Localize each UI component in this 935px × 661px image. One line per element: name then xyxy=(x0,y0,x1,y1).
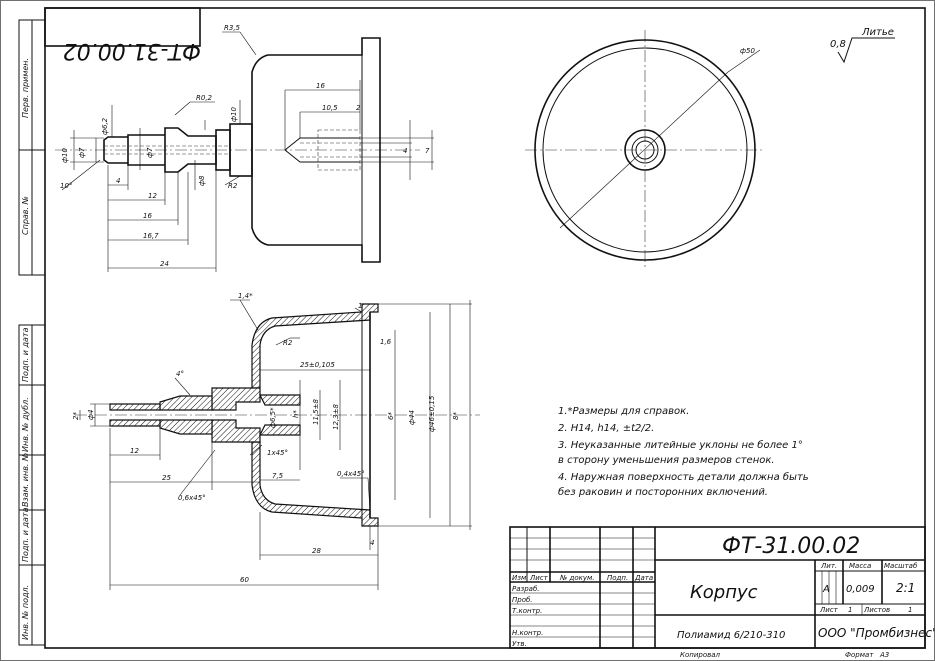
side-label-orig-inv: Инв. № подл. xyxy=(21,585,30,640)
mirrored-code-box: ФТ-31.00.02 xyxy=(44,7,201,63)
dim-l12-section: 12 xyxy=(130,447,139,455)
dim-d7a: ф7 xyxy=(78,147,86,158)
dim-h: h* xyxy=(292,410,300,418)
dim-v16: 1,6 xyxy=(380,338,392,346)
tb-lit-header: Лит. xyxy=(820,562,837,570)
tb-scale-header: Масштаб xyxy=(884,562,918,570)
dim-d8: ф8 xyxy=(198,175,206,186)
note-3-cont: в сторону уменьшения размеров стенок. xyxy=(558,455,775,466)
dim-d6: 6* xyxy=(387,412,395,420)
dim-a14: 1,4* xyxy=(238,292,253,300)
dim-s1: 1 xyxy=(358,302,362,310)
dim-d44: ф44 xyxy=(408,410,416,425)
tb-row-tcontrol: Т.контр. xyxy=(512,607,542,615)
tb-copied: Копировал xyxy=(680,651,721,659)
dim-l2: 2 xyxy=(356,104,361,112)
dim-d2: 2* xyxy=(72,412,80,420)
dim-d10a: ф10 xyxy=(61,148,69,163)
dim-v4: 4 xyxy=(403,147,407,155)
dim-l4-section: 4 xyxy=(370,539,374,547)
tb-scale-value: 2:1 xyxy=(896,581,915,595)
tb-col-sheet: Лист xyxy=(529,574,549,582)
side-label-dup-inv: Инв. № дубл. xyxy=(21,397,30,452)
tb-sheets-label: Листов xyxy=(863,606,890,614)
tb-col-change: Изм. xyxy=(512,574,528,582)
top-view: R3,5 R0,2 R2 ф6,2 ф10 ф10 ф7 ф7 ф8 10° 4… xyxy=(55,24,434,272)
tb-col-doc: № докум. xyxy=(559,574,595,582)
dim-d115: 11,5±8 xyxy=(312,399,320,425)
side-label-reference: Справ. № xyxy=(21,196,30,235)
tb-mass-value: 0,009 xyxy=(846,584,875,595)
tb-format-label: Формат xyxy=(845,651,874,659)
circle-view: ф50 xyxy=(525,30,765,270)
mirrored-doc-code: ФТ-31.00.02 xyxy=(63,38,201,63)
section-view: 1,4* 4° R2 1,6 25±0,105 2* ф4 ф6,5* h* 1… xyxy=(72,292,480,590)
dim-l105: 10,5 xyxy=(322,104,338,112)
dim-r35: R3,5 xyxy=(224,24,241,32)
tb-material: Полиамид 6/210-310 xyxy=(677,630,785,641)
dim-d4: ф4 xyxy=(87,410,95,420)
tb-lit-value: А xyxy=(822,584,830,595)
tb-row-approved: Утв. xyxy=(512,640,527,648)
note-1: 1.*Размеры для справок. xyxy=(558,406,689,417)
dim-d50: ф50 xyxy=(740,47,755,55)
dim-l60: 60 xyxy=(240,576,249,584)
dim-d123: 12,3±8 xyxy=(332,404,340,430)
tb-designation: ФТ-31.00.02 xyxy=(722,534,860,559)
dim-d65: ф6,5* xyxy=(269,407,277,428)
side-label-replace-inv: Взам. инв. № xyxy=(21,453,30,507)
tb-col-sign: Подп. xyxy=(607,574,628,582)
dim-d62: ф6,2 xyxy=(101,117,109,135)
dim-r02: R0,2 xyxy=(196,94,213,102)
dim-c04: 0,4x45° xyxy=(337,470,365,478)
dim-l28: 28 xyxy=(312,547,321,555)
dim-d46: ф46±0,15 xyxy=(428,395,436,432)
tb-row-checker: Проб. xyxy=(512,596,533,604)
dim-c75: 7,5 xyxy=(272,472,284,480)
dim-c06: 0,6x45° xyxy=(178,494,206,502)
technical-notes: 1.*Размеры для справок. 2. H14, h14, ±t2… xyxy=(558,406,809,498)
dim-a4: 4° xyxy=(176,370,184,378)
tb-organization: ООО "Промбизнес" xyxy=(818,626,935,640)
tb-sheet-label: Лист xyxy=(819,606,839,614)
dim-l4: 4 xyxy=(116,177,120,185)
dim-d10b: ф10 xyxy=(230,107,238,122)
roughness-value: 0,8 xyxy=(830,39,846,50)
dim-d7b: ф7 xyxy=(146,147,154,158)
tb-row-ncontrol: Н.контр. xyxy=(512,629,543,637)
dim-d8: 8* xyxy=(452,412,460,420)
dim-l24: 24 xyxy=(160,260,169,268)
dim-angle: 10° xyxy=(60,182,72,190)
tb-part-name: Корпус xyxy=(690,582,758,603)
dim-l12: 12 xyxy=(148,192,157,200)
tb-sheets-value: 1 xyxy=(908,606,912,614)
dim-l16b: 16 xyxy=(316,82,325,90)
dim-c145: 1x45° xyxy=(267,449,288,457)
dim-l25: 25 xyxy=(162,474,171,482)
dim-v7: 7 xyxy=(425,147,430,155)
note-3: 3. Неуказанные литейные уклоны не более … xyxy=(558,439,803,451)
dim-l167: 16,7 xyxy=(143,232,159,240)
note-2: 2. H14, h14, ±t2/2. xyxy=(558,423,654,434)
note-4: 4. Наружная поверхность детали должна бы… xyxy=(558,471,809,483)
side-label-first-use: Перв. примен. xyxy=(21,58,30,118)
dim-r2-section: R2 xyxy=(283,339,293,347)
note-4-cont: без раковин и посторонних включений. xyxy=(558,486,768,498)
roughness-note: Литье xyxy=(861,27,894,38)
side-label-sign-date-1: Подп. и дата xyxy=(21,327,30,382)
side-stamp: Перв. примен. Справ. № Подп. и дата Инв.… xyxy=(18,19,46,646)
tb-col-date: Дата xyxy=(634,574,653,582)
tb-row-developer: Разраб. xyxy=(512,585,540,593)
title-block: ФТ-31.00.02 Корпус Полиамид 6/210-310 ОО… xyxy=(509,526,935,659)
side-label-sign-date-2: Подп. и дата xyxy=(21,507,30,562)
tb-mass-header: Масса xyxy=(849,562,871,570)
dim-d25: 25±0,105 xyxy=(300,361,335,369)
dim-l16: 16 xyxy=(143,212,152,220)
roughness-symbol: 0,8 Литье xyxy=(830,27,895,64)
dim-r2: R2 xyxy=(228,182,238,190)
tb-sheet-value: 1 xyxy=(848,606,852,614)
tb-format-value: А3 xyxy=(879,651,889,659)
